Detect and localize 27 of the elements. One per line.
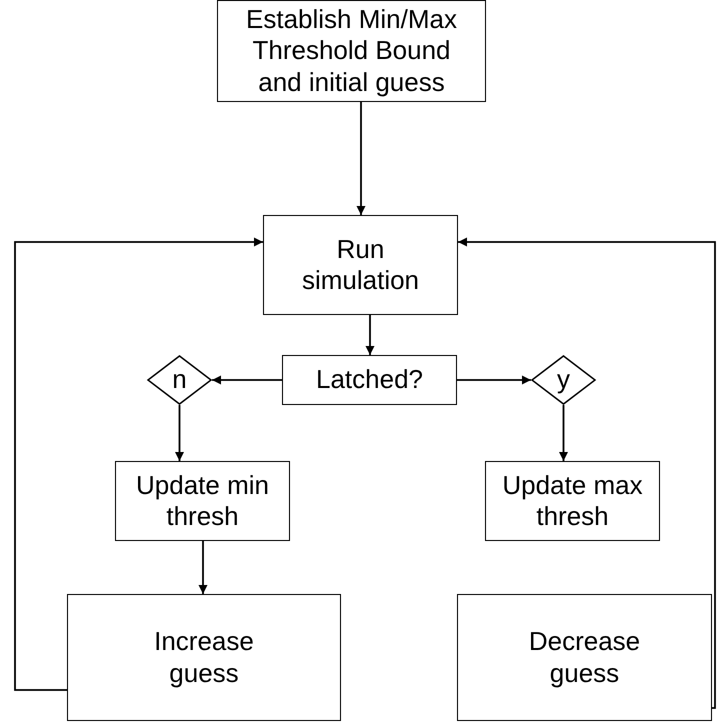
node-label: Increase guess bbox=[153, 626, 255, 689]
node-label: Establish Min/Max Threshold Bound and initial guess bbox=[245, 4, 458, 98]
node-label: Update max thresh bbox=[501, 470, 644, 532]
node-label: Decrease guess bbox=[528, 626, 642, 689]
arrow bbox=[559, 405, 568, 461]
node-label: n bbox=[171, 364, 188, 396]
arrow bbox=[212, 376, 282, 384]
process-box bbox=[217, 0, 486, 102]
process-box bbox=[457, 594, 712, 721]
arrow bbox=[175, 405, 184, 461]
process-box bbox=[282, 355, 457, 405]
process-box bbox=[485, 461, 660, 541]
arrow bbox=[356, 102, 366, 215]
node-label: Run simulation bbox=[300, 234, 420, 296]
node-label: Update min thresh bbox=[135, 470, 270, 532]
arrow bbox=[198, 541, 208, 594]
process-box bbox=[67, 594, 341, 721]
node-label: Latched? bbox=[315, 364, 424, 396]
process-box bbox=[115, 461, 290, 541]
arrow bbox=[458, 238, 716, 709]
decision-diamond bbox=[147, 355, 212, 405]
node-label: y bbox=[556, 364, 571, 396]
arrow bbox=[457, 376, 531, 384]
decision-diamond bbox=[531, 355, 596, 405]
arrow bbox=[14, 238, 263, 691]
arrow bbox=[366, 315, 374, 355]
process-box bbox=[263, 215, 458, 315]
